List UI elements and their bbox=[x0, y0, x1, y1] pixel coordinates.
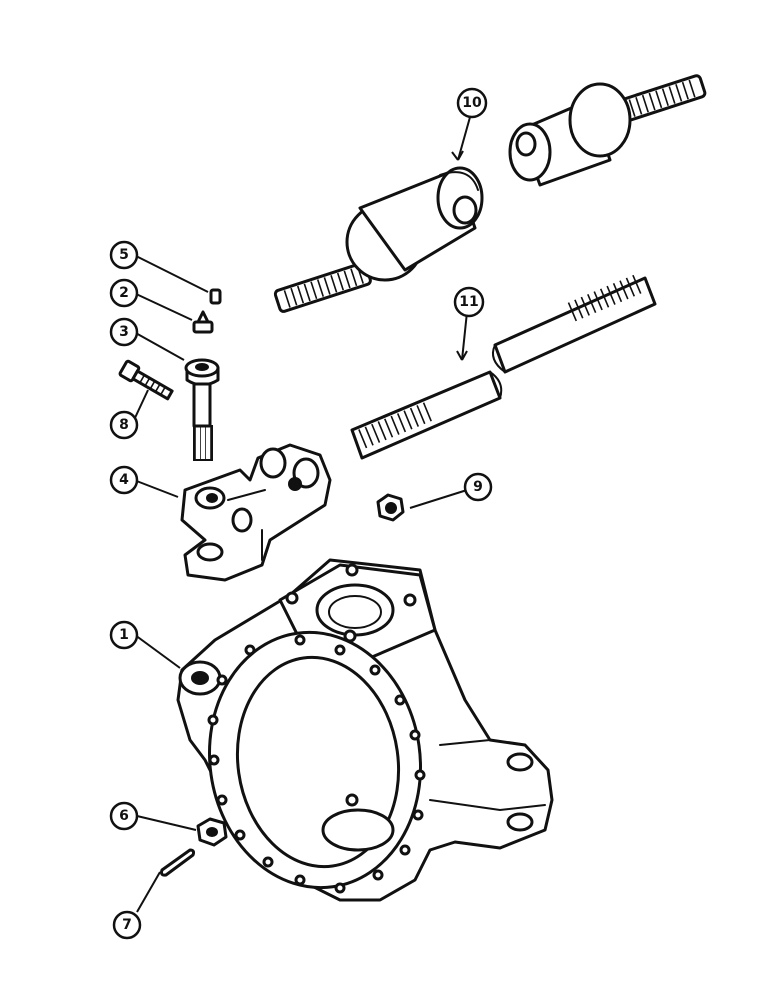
leader-lines bbox=[133, 109, 473, 913]
callout-5-label: 5 bbox=[119, 247, 129, 263]
callout-2-label: 2 bbox=[119, 285, 129, 301]
cap-screw bbox=[118, 359, 174, 401]
callout-2: 2 bbox=[109, 278, 139, 308]
callout-4: 4 bbox=[109, 465, 139, 495]
callout-6-label: 6 bbox=[119, 808, 129, 824]
callout-3-label: 3 bbox=[119, 324, 129, 340]
callout-1-label: 1 bbox=[119, 627, 129, 643]
callout-9-label: 9 bbox=[473, 479, 483, 495]
pivot-bolt bbox=[184, 358, 220, 461]
steering-arm-clevis bbox=[180, 443, 332, 582]
hex-nut bbox=[376, 493, 405, 522]
castle-nut bbox=[196, 817, 228, 847]
tie-rod-tube bbox=[350, 274, 657, 460]
callout-3: 3 bbox=[109, 317, 139, 347]
callout-5: 5 bbox=[109, 240, 139, 270]
tie-rod-end-left bbox=[273, 166, 484, 313]
callout-8-label: 8 bbox=[119, 417, 129, 433]
callout-11: 11 bbox=[453, 286, 485, 318]
tie-rod-end-right bbox=[508, 74, 707, 187]
callout-6: 6 bbox=[109, 801, 139, 831]
callout-10: 10 bbox=[456, 87, 488, 119]
callout-1: 1 bbox=[109, 620, 139, 650]
steering-knuckle-housing bbox=[176, 558, 554, 902]
callout-7: 7 bbox=[112, 910, 142, 940]
callout-8: 8 bbox=[109, 410, 139, 440]
pin bbox=[209, 288, 222, 305]
callout-9: 9 bbox=[463, 472, 493, 502]
callout-10-label: 10 bbox=[462, 95, 482, 111]
cotter-pin bbox=[160, 848, 196, 877]
callout-7-label: 7 bbox=[122, 917, 132, 933]
grease-fitting bbox=[192, 310, 214, 334]
callout-4-label: 4 bbox=[119, 472, 129, 488]
callout-11-label: 11 bbox=[459, 294, 478, 310]
